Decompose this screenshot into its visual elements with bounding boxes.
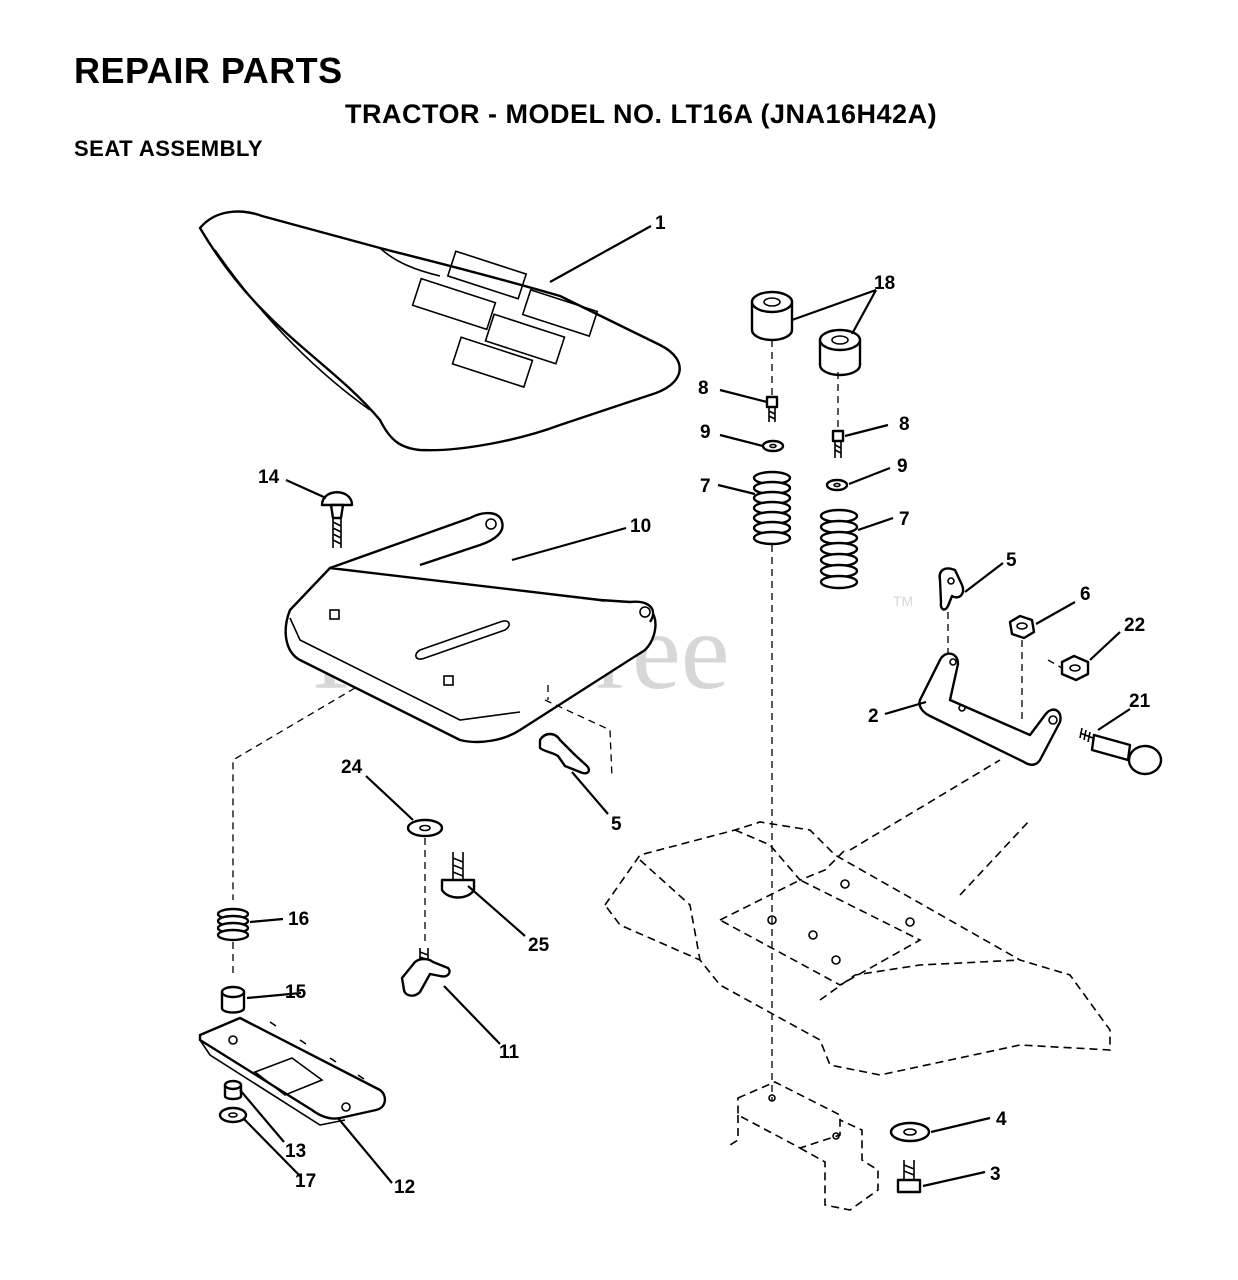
spring-right-part <box>819 508 859 590</box>
washer-left-part <box>761 439 785 453</box>
seat-pan-part <box>284 511 657 744</box>
callout-2: 2 <box>868 706 879 727</box>
hex-nut-part <box>1008 614 1036 640</box>
watermark-trademark: TM <box>893 593 913 609</box>
callout-21: 21 <box>1129 691 1151 712</box>
carriage-bolt-part <box>320 491 354 548</box>
frame-bracket-part <box>729 1081 879 1211</box>
seat-bracket-part <box>918 652 1062 766</box>
adjust-lever-part <box>938 567 965 611</box>
callout-18: 18 <box>874 273 895 294</box>
hex-bolt-part <box>896 1160 922 1194</box>
callout-9-left: 9 <box>700 422 711 443</box>
callout-4: 4 <box>996 1109 1007 1130</box>
bushing-part <box>220 985 246 1014</box>
callout-16: 16 <box>288 909 309 930</box>
page-title: REPAIR PARTS <box>74 50 343 91</box>
callout-22: 22 <box>1124 615 1145 636</box>
model-subtitle: TRACTOR - MODEL NO. LT16A (JNA16H42A) <box>345 99 938 129</box>
callout-13: 13 <box>285 1141 306 1162</box>
flange-nut-part <box>218 1106 248 1124</box>
callout-10: 10 <box>630 516 651 537</box>
callout-6: 6 <box>1080 584 1091 605</box>
callout-8-right: 8 <box>899 414 910 435</box>
shoulder-bolt-left-part <box>765 395 779 422</box>
bolt-washer-part <box>889 1121 931 1143</box>
spring-left-part <box>752 470 792 546</box>
flat-washer-part <box>406 818 444 838</box>
callout-5-lower: 5 <box>611 814 622 835</box>
washer-right-part <box>825 478 849 492</box>
callout-9-right: 9 <box>897 456 908 477</box>
callout-7-left: 7 <box>700 476 711 497</box>
callout-15: 15 <box>285 982 307 1003</box>
callout-11: 11 <box>499 1042 520 1063</box>
lock-nut-part <box>1060 654 1090 682</box>
callout-12: 12 <box>394 1177 415 1198</box>
tractor-frame-part <box>604 759 1111 1076</box>
callout-8-left: 8 <box>698 378 709 399</box>
callout-17: 17 <box>295 1171 316 1192</box>
shoulder-bolt-right-part <box>831 429 845 458</box>
base-plate-part <box>198 1016 387 1126</box>
adjust-knob-part <box>1079 727 1163 776</box>
callout-25: 25 <box>528 935 550 956</box>
wing-knob-part <box>400 948 451 997</box>
shoulder-bolt-part <box>440 852 476 899</box>
callout-5-upper: 5 <box>1006 550 1017 571</box>
callout-24: 24 <box>341 757 363 778</box>
callout-1: 1 <box>655 213 666 234</box>
seat-part <box>198 210 681 452</box>
callout-14: 14 <box>258 467 280 488</box>
small-spring-part <box>216 907 250 942</box>
lower-bushing-part <box>223 1079 243 1101</box>
callout-7-right: 7 <box>899 509 910 530</box>
section-title: SEAT ASSEMBLY <box>74 136 264 161</box>
spacer-left-part <box>750 290 794 342</box>
spacer-right-part <box>818 328 862 377</box>
callout-3: 3 <box>990 1164 1001 1185</box>
lower-lever-part <box>538 685 613 779</box>
